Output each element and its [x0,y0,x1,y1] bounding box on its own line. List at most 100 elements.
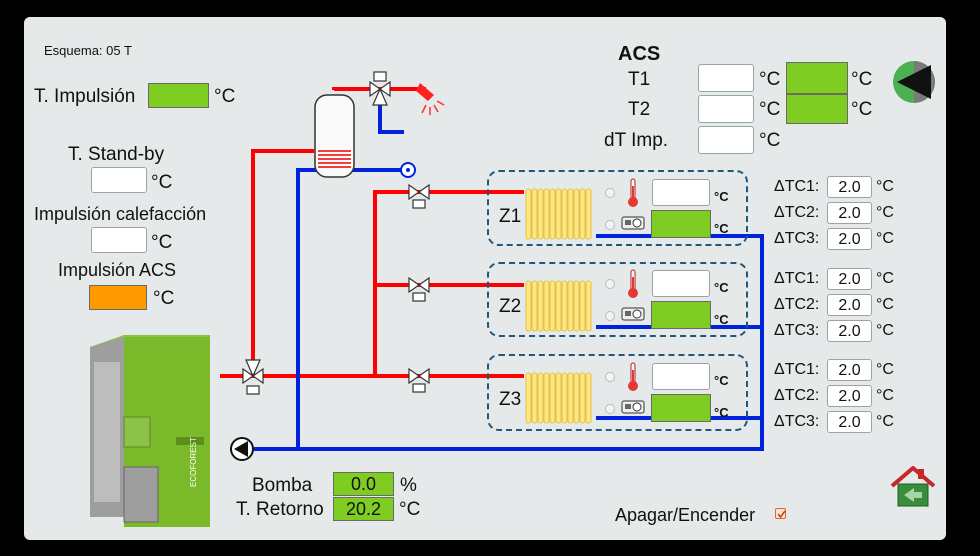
pump-icon [230,437,254,461]
radiator-element [555,188,562,240]
radiator-icon [525,372,592,424]
acs-t1-value [786,62,848,94]
dtc-input[interactable]: 2.0 [827,228,872,250]
home-icon [890,465,936,507]
calefaccion-unit: °C [151,232,173,253]
acs-dt-unit: °C [759,130,781,151]
zone-1 [487,170,748,246]
radiator-element [525,188,532,240]
acs-impulsion-label: Impulsión ACS [58,260,177,280]
zone-mode-radio-thermostat[interactable] [605,220,615,230]
zone-mode-radio-manual[interactable] [605,372,615,382]
zone-setpoint-unit: °C [714,373,729,388]
dtc-label: ΔTC3: [774,413,820,430]
radiator-element [543,372,550,424]
dtc-input[interactable]: 2.0 [827,294,872,316]
zone-temp-value [651,301,711,329]
dtc-unit: °C [876,270,894,287]
radiator-element [537,188,544,240]
radiator-element [567,372,574,424]
dtc-label: ΔTC2: [774,204,820,221]
radiator-element [579,188,586,240]
zone-mode-radio-manual[interactable] [605,188,615,198]
zone-3 [487,354,748,431]
dtc-label: ΔTC2: [774,387,820,404]
acs-impulsion-value [89,285,147,310]
acs-t1-unit: °C [759,69,781,90]
dtc-input[interactable]: 2.0 [827,385,872,407]
acs-t2-input[interactable] [698,95,754,123]
dtc-input[interactable]: 2.0 [827,359,872,381]
dtc-unit: °C [876,387,894,404]
acs-dt-input[interactable] [698,126,754,154]
schema-label: Esquema: 05 T [44,43,132,58]
back-button[interactable] [891,59,937,105]
zone-mode-radio-manual[interactable] [605,279,615,289]
radiator-element [561,188,568,240]
dtc-input[interactable]: 2.0 [827,202,872,224]
dtc-label: ΔTC1: [774,361,820,378]
home-button[interactable] [890,465,936,508]
radiator-element [549,372,556,424]
radiator-element [573,372,580,424]
dtc-unit: °C [876,322,894,339]
radiator-element [573,188,580,240]
zone-mode-radio-thermostat[interactable] [605,311,615,321]
radiator-element [579,280,586,332]
dtc-label: ΔTC2: [774,296,820,313]
power-checkbox[interactable] [775,508,786,519]
radiator-element [579,372,586,424]
acs-t1-input[interactable] [698,64,754,92]
dtc-input[interactable]: 2.0 [827,176,872,198]
zone-mode-radio-thermostat[interactable] [605,404,615,414]
retorno-unit: °C [399,499,421,520]
dtc-unit: °C [876,296,894,313]
standby-input[interactable] [91,167,147,193]
three-way-valve-main [242,359,264,395]
standby-label: T. Stand-by [68,144,165,165]
dtc-unit: °C [876,230,894,247]
pump-label: Bomba [252,475,313,496]
zone-setpoint-unit: °C [714,189,729,204]
radiator-element [531,188,538,240]
zone-1-label: Z1 [499,206,522,227]
radiator-element [567,188,574,240]
zone-temp-unit: °C [714,312,729,327]
pump-unit: % [400,475,417,496]
back-arrow-icon [893,61,935,103]
zone-temp-unit: °C [714,221,729,236]
dtc-input[interactable]: 2.0 [827,411,872,433]
power-label: Apagar/Encender [615,505,756,525]
dtc-unit: °C [876,204,894,221]
acs-t2-label: T2 [628,99,651,120]
calefaccion-input[interactable] [91,227,147,253]
zone-setpoint-input[interactable] [652,363,710,390]
radiator-element [537,280,544,332]
radiator-element [573,280,580,332]
radiator-element [531,280,538,332]
zone-setpoint-input[interactable] [652,179,710,206]
acs-t2-unit: °C [759,99,781,120]
thermostat-icon [621,307,645,321]
dtc-input[interactable]: 2.0 [827,268,872,290]
shower-icon [416,83,445,115]
radiator-icon [525,188,592,240]
impulsion-label: T. Impulsión [34,86,136,107]
dtc-label: ΔTC3: [774,230,820,247]
zone-setpoint-unit: °C [714,280,729,295]
dtc-unit: °C [876,178,894,195]
thermostat-icon [621,216,645,230]
radiator-element [561,280,568,332]
acs-dt-label: dT Imp. [604,130,669,151]
pump-value: 0.0 [333,472,394,496]
radiator-element [543,280,550,332]
radiator-element [525,280,532,332]
boiler-brand: ECOFOREST [189,437,198,487]
zone-setpoint-input[interactable] [652,270,710,297]
acs-t1-label: T1 [628,69,651,90]
calefaccion-label: Impulsión calefacción [34,204,207,224]
thermometer-icon [628,269,638,298]
acs-impulsion-unit: °C [153,288,175,309]
dtc-input[interactable]: 2.0 [827,320,872,342]
impulsion-unit: °C [214,86,236,107]
